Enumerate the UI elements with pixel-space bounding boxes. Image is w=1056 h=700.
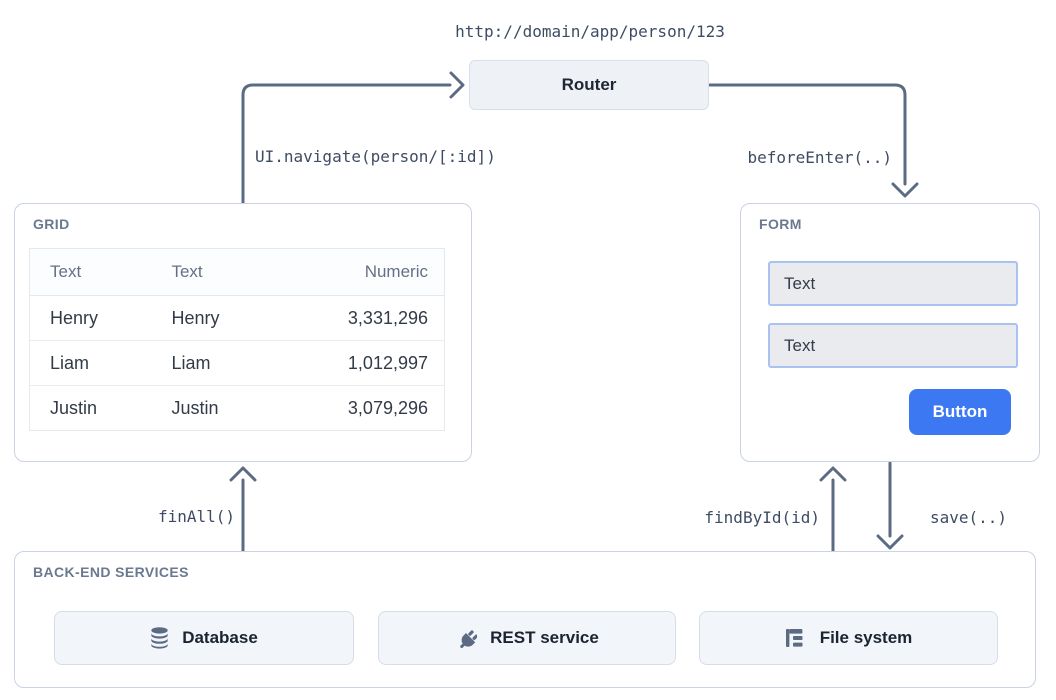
grid-table[interactable]: Text Text Numeric Henry Henry 3,331,296 … [29, 248, 445, 431]
table-row[interactable]: Liam Liam 1,012,997 [29, 340, 445, 386]
edge-save-arrow [876, 461, 904, 550]
file-tree-icon [785, 628, 807, 648]
router-node: Router [469, 60, 709, 110]
grid-column-header[interactable]: Text [29, 248, 152, 296]
edge-label-before-enter: beforeEnter(..) [747, 148, 893, 167]
edge-label-save: save(..) [930, 508, 1008, 527]
grid-cell[interactable]: Justin [50, 397, 98, 418]
grid-cell[interactable]: Henry [29, 295, 152, 341]
grid-cell[interactable]: 3,079,296 [347, 397, 428, 418]
database-icon [150, 627, 169, 649]
router-label: Router [561, 75, 617, 94]
form-text-field-2[interactable] [768, 323, 1018, 368]
grid-cell[interactable]: Henry [151, 295, 273, 341]
table-row[interactable]: Henry Henry 3,331,296 [29, 295, 445, 341]
backend-services-panel: BACK-END SERVICES Database [14, 551, 1036, 688]
backend-panel-title: BACK-END SERVICES [33, 564, 189, 580]
grid-cell[interactable]: Liam [29, 340, 152, 386]
form-panel: FORM Button [740, 203, 1040, 462]
edge-navigate-arrow [241, 71, 465, 205]
service-database[interactable]: Database [54, 611, 354, 665]
grid-cell[interactable]: Liam [151, 340, 273, 386]
service-label: REST service [490, 628, 599, 647]
form-panel-title: FORM [759, 216, 802, 232]
edge-label-find-by-id: findById(id) [704, 508, 820, 527]
grid-cell[interactable]: 3,331,296 [272, 295, 445, 341]
service-rest[interactable]: REST service [378, 611, 676, 665]
service-filesystem[interactable]: File system [699, 611, 998, 665]
grid-panel: GRID Text Text Numeric Henry Henry 3,331… [14, 203, 472, 462]
plug-icon [455, 627, 478, 649]
form-text-field-1[interactable] [768, 261, 1018, 306]
edge-find-by-id-arrow [819, 466, 847, 553]
edge-before-enter-arrow [708, 83, 919, 198]
edge-label-fin-all: finAll() [157, 507, 235, 526]
grid-header-row: Text Text Numeric [29, 248, 445, 296]
grid-panel-title: GRID [33, 216, 70, 232]
url-label: http://domain/app/person/123 [455, 22, 725, 41]
service-label: Database [182, 628, 258, 647]
edge-label-navigate: UI.navigate(person/[:id]) [255, 147, 496, 166]
grid-column-header[interactable]: Text [151, 248, 273, 296]
service-label: File system [819, 628, 913, 647]
grid-column-header[interactable]: Numeric [272, 248, 445, 296]
table-row[interactable]: Justin Justin 3,079,296 [30, 386, 445, 431]
form-submit-button[interactable]: Button [909, 389, 1011, 435]
grid-cell[interactable]: 1,012,997 [272, 340, 445, 386]
grid-cell[interactable]: Justin [171, 397, 219, 418]
